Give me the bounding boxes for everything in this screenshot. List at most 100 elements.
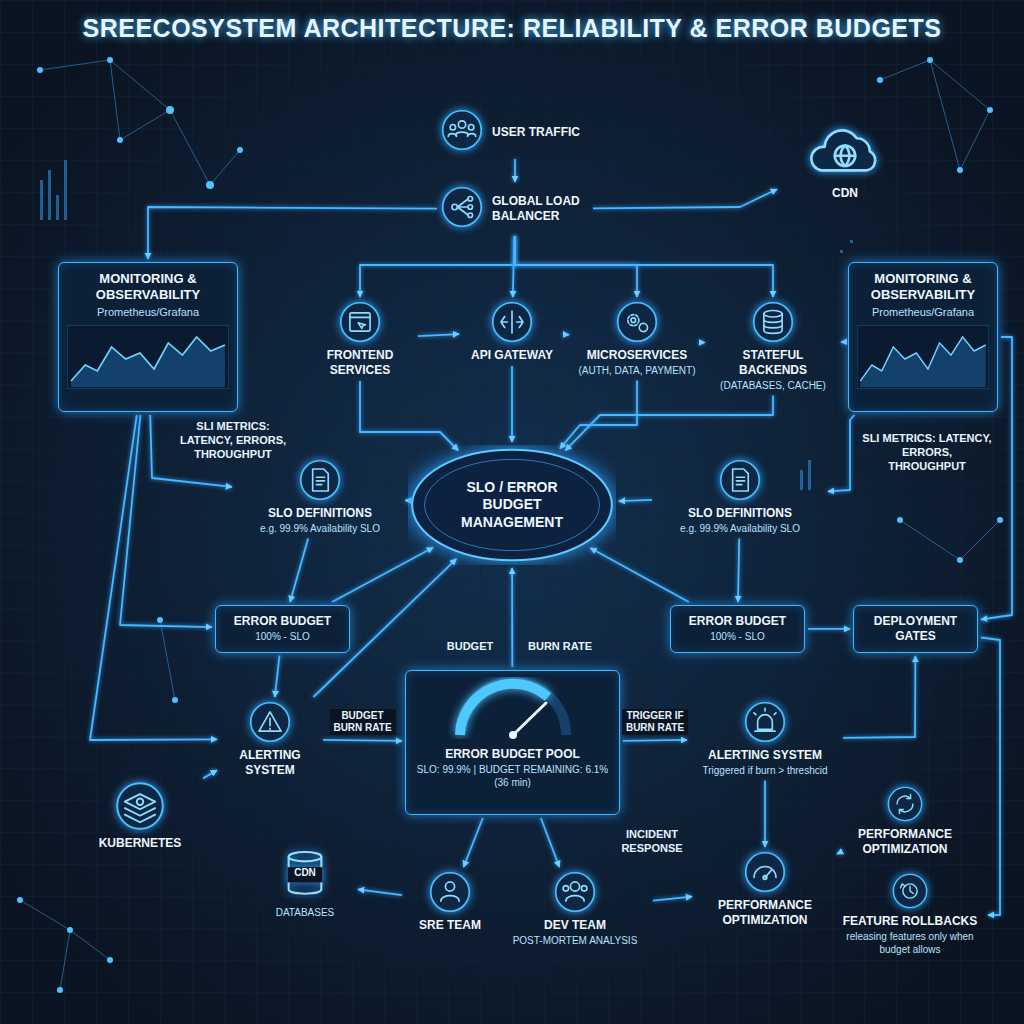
text-group: GLOBAL LOAD BALANCER xyxy=(492,194,590,224)
node-icon xyxy=(248,700,292,744)
icon-node: API GATEWAY xyxy=(462,300,562,363)
node-title: MONITORING & OBSERVABILITY xyxy=(857,271,989,304)
flow-connector xyxy=(565,334,569,336)
flow-connector xyxy=(841,341,845,343)
flow-connector xyxy=(565,396,773,451)
flow-connector xyxy=(981,638,1000,916)
text-group: PERFORMANCE OPTIMIZATION xyxy=(840,827,970,857)
flow-connector xyxy=(808,628,850,630)
flow-connector xyxy=(593,189,777,208)
node-title: API GATEWAY xyxy=(471,348,553,363)
node-icon xyxy=(440,185,484,229)
icon-graphic xyxy=(743,700,787,744)
page-title: SREECOSYSTEM ARCHITECTURE: RELIABILITY &… xyxy=(0,14,1024,43)
icon-graphic xyxy=(490,300,534,344)
budget-pool: ERROR BUDGET POOLSLO: 99.9% | BUDGET REM… xyxy=(405,670,620,815)
text-group: ERROR BUDGET100% - SLO xyxy=(679,614,796,644)
flow-connector xyxy=(120,415,212,627)
icon-node: FRONTEND SERVICES xyxy=(305,300,415,378)
node-detail: POST-MORTEM ANALYSIS xyxy=(513,935,638,948)
node-detail: SLO: 99.9% | BUDGET REMAINING: 6.1% (36 … xyxy=(416,764,609,789)
flow-connector xyxy=(515,236,637,297)
flow-connector xyxy=(275,656,280,698)
node-icon xyxy=(886,785,924,823)
edge-label: BUDGET BURN RATE xyxy=(330,709,396,735)
flow-connector xyxy=(90,415,217,740)
node-title: MICROSERVICES xyxy=(578,348,695,363)
node-title: CDN xyxy=(832,186,858,201)
node-title: PERFORMANCE OPTIMIZATION xyxy=(840,827,970,857)
icon-node: SLO DEFINITIONS e.g. 99.9% Availability S… xyxy=(655,458,825,536)
node-detail: (DATABASES, CACHE) xyxy=(708,380,838,393)
node-icon xyxy=(553,870,597,914)
text-group: SLO / ERROR BUDGET MANAGEMENT xyxy=(444,479,580,532)
text-group: MICROSERVICES (AUTH, DATA, PAYMENT) xyxy=(578,348,695,378)
icon-graphic xyxy=(743,850,787,894)
icon-graphic xyxy=(114,780,166,832)
edge-label: TRIGGER IF BURN RATE xyxy=(622,709,688,735)
icon-graphic xyxy=(886,785,924,823)
text-group: MONITORING & OBSERVABILITY Prometheus/Gra… xyxy=(857,271,989,319)
node-title: SLO DEFINITIONS xyxy=(680,506,800,521)
flow-connector xyxy=(405,499,408,501)
chart-graphic xyxy=(67,325,229,393)
icon-graphic xyxy=(718,458,762,502)
flow-connector xyxy=(653,897,692,901)
text-group: FEATURE ROLLBACKSreleasing features only… xyxy=(835,914,985,956)
icon-node: ALERTING SYSTEM xyxy=(220,700,320,778)
icon-graphic xyxy=(338,300,382,344)
node-icon xyxy=(298,458,342,502)
node-title: SLO / ERROR BUDGET MANAGEMENT xyxy=(444,479,580,532)
node-detail: DATABASES xyxy=(276,907,335,920)
icon-node: SLO DEFINITIONSe.g. 99.9% Availability S… xyxy=(235,458,405,536)
flow-connector xyxy=(360,381,458,451)
icon-node: GLOBAL LOAD BALANCER xyxy=(440,185,590,233)
node-icon xyxy=(891,872,929,910)
node-detail: Triggered if burn > threshcid xyxy=(703,765,828,778)
icon-graphic xyxy=(751,300,795,344)
node-detail: (AUTH, DATA, PAYMENT) xyxy=(578,365,695,378)
metrics-chart xyxy=(857,325,989,389)
text-group: DATABASES xyxy=(276,905,335,920)
icon-graphic xyxy=(298,458,342,502)
node-icon xyxy=(490,300,534,344)
node-icon xyxy=(114,780,166,832)
node-icon xyxy=(440,108,484,152)
flow-connector xyxy=(513,236,515,297)
text-group: CDN xyxy=(832,186,858,201)
icon-node: ALERTING SYSTEM Triggered if burn > thres… xyxy=(690,700,840,778)
icon-graphic xyxy=(891,872,929,910)
node-icon xyxy=(338,300,382,344)
text-group: FRONTEND SERVICES xyxy=(305,348,415,378)
flow-connector xyxy=(203,770,217,778)
icon-node: PERFORMANCE OPTIMIZATION xyxy=(840,785,970,857)
node-detail: e.g. 99.9% Availability SLO xyxy=(680,523,800,536)
node-title: SRE TEAM xyxy=(419,918,481,933)
node-title: FRONTEND SERVICES xyxy=(305,348,415,378)
flow-connector xyxy=(837,853,838,855)
icon-graphic xyxy=(615,300,659,344)
node-detail: e.g. 99.9% Availability SLO xyxy=(260,523,380,536)
node-title: DEV TEAM xyxy=(513,918,638,933)
node-detail: Prometheus/Grafana xyxy=(67,306,229,320)
icon-graphic xyxy=(806,112,884,182)
text-group: ALERTING SYSTEM xyxy=(220,748,320,778)
node-detail: Prometheus/Grafana xyxy=(857,306,989,320)
flow-connector xyxy=(619,500,652,501)
node-icon xyxy=(751,300,795,344)
flow-connector xyxy=(360,236,515,297)
text-group: SRE TEAM xyxy=(419,918,481,933)
flow-connector xyxy=(358,889,402,895)
node-detail: 100% - SLO xyxy=(224,631,341,644)
flow-connector xyxy=(148,207,437,259)
node-icon xyxy=(743,850,787,894)
node-title: ALERTING SYSTEM xyxy=(703,748,828,763)
node-icon xyxy=(428,870,472,914)
icon-node: FEATURE ROLLBACKSreleasing features only… xyxy=(835,872,985,956)
gauge-graphic xyxy=(448,677,578,743)
text-group: USER TRAFFIC xyxy=(492,125,590,140)
annotation-label: INCIDENT RESPONSE xyxy=(612,828,692,856)
flow-connector xyxy=(511,568,513,667)
annotation-label: SLI METRICS: LATENCY, ERRORS, THROUGHPUT xyxy=(178,420,288,461)
node-title: ERROR BUDGET xyxy=(224,614,341,629)
